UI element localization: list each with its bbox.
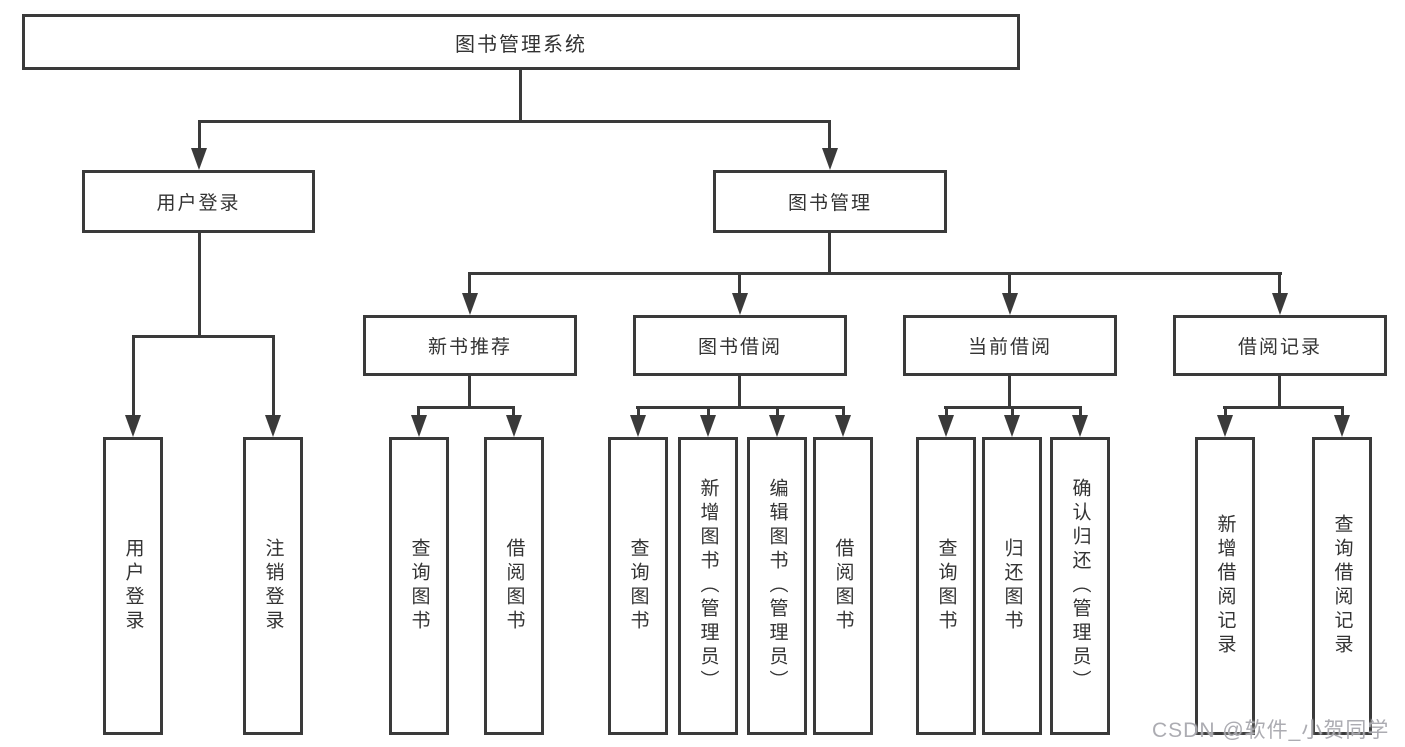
arrow-down-icon xyxy=(630,415,646,437)
node-label: 图书管理系统 xyxy=(455,33,587,56)
watermark-text: CSDN @软件_小贺同学 xyxy=(1152,719,1390,742)
node-label: 当前借阅 xyxy=(967,337,1052,358)
arrow-down-icon xyxy=(125,415,141,437)
leaf-query-borrow-record: 查询借阅记录 xyxy=(1312,437,1372,735)
arrow-down-icon xyxy=(462,293,478,315)
node-new-book-recommendation: 新书推荐 xyxy=(363,315,577,376)
connector-leaf xyxy=(417,406,420,417)
connector-to-borrowing-records xyxy=(1278,272,1281,295)
node-label: 查询图书 xyxy=(935,538,957,634)
node-label: 借阅图书 xyxy=(503,538,525,634)
connector-leaf xyxy=(1011,406,1014,417)
connector-borrowing-rail xyxy=(636,406,844,409)
node-user-login: 用户登录 xyxy=(82,170,315,233)
connector-book-mgmt-stem xyxy=(828,233,831,272)
connector-leaf xyxy=(637,406,640,417)
arrow-down-icon xyxy=(1334,415,1350,437)
connector-to-user-login xyxy=(198,120,201,150)
leaf-confirm-return-admin: 确认归还（管理员） xyxy=(1050,437,1110,735)
leaf-query-books-current: 查询图书 xyxy=(916,437,976,735)
node-label: 新增图书（管理员） xyxy=(697,478,719,694)
arrow-down-icon xyxy=(835,415,851,437)
connector-leaf xyxy=(1079,406,1082,417)
node-borrowing-records: 借阅记录 xyxy=(1173,315,1387,376)
connector-records-rail xyxy=(1223,406,1343,409)
connector-records-stem xyxy=(1278,376,1281,406)
connector-borrowing-stem xyxy=(738,376,741,406)
node-label: 查询图书 xyxy=(408,538,430,634)
node-label: 归还图书 xyxy=(1001,538,1023,634)
arrow-down-icon xyxy=(191,148,207,170)
arrow-down-icon xyxy=(822,148,838,170)
connector-to-leaf-user-login xyxy=(132,335,135,417)
connector-leaf xyxy=(776,406,779,417)
leaf-logout-login: 注销登录 xyxy=(243,437,303,735)
arrow-down-icon xyxy=(769,415,785,437)
node-label: 查询借阅记录 xyxy=(1331,514,1353,658)
connector-leaf xyxy=(945,406,948,417)
connector-leaf xyxy=(842,406,845,417)
arrow-down-icon xyxy=(1004,415,1020,437)
node-label: 新书推荐 xyxy=(427,337,512,358)
node-label: 新增借阅记录 xyxy=(1214,514,1236,658)
arrow-down-icon xyxy=(506,415,522,437)
connector-to-new-book-rec xyxy=(468,272,471,295)
connector-leaf xyxy=(1224,406,1227,417)
connector-user-login-rail xyxy=(132,335,275,338)
node-label: 图书借阅 xyxy=(697,337,782,358)
leaf-borrow-books-newrec: 借阅图书 xyxy=(484,437,544,735)
leaf-return-books: 归还图书 xyxy=(982,437,1042,735)
node-label: 借阅图书 xyxy=(832,538,854,634)
leaf-borrow-books-borrowing: 借阅图书 xyxy=(813,437,873,735)
connector-current-stem xyxy=(1008,376,1011,406)
connector-new-rec-stem xyxy=(468,376,471,406)
connector-to-book-management xyxy=(828,120,831,150)
connector-leaf xyxy=(1341,406,1344,417)
connector-to-book-borrowing xyxy=(738,272,741,295)
arrow-down-icon xyxy=(732,293,748,315)
node-label: 编辑图书（管理员） xyxy=(766,478,788,694)
connector-to-leaf-logout xyxy=(272,335,275,417)
connector-root-stem xyxy=(519,70,522,120)
connector-leaf xyxy=(512,406,515,417)
leaf-query-books-newrec: 查询图书 xyxy=(389,437,449,735)
connector-user-login-stem xyxy=(198,233,201,335)
arrow-down-icon xyxy=(1272,293,1288,315)
arrow-down-icon xyxy=(938,415,954,437)
node-label: 确认归还（管理员） xyxy=(1069,478,1091,694)
node-label: 注销登录 xyxy=(262,538,284,634)
node-current-borrowing: 当前借阅 xyxy=(903,315,1117,376)
arrow-down-icon xyxy=(1217,415,1233,437)
leaf-user-login: 用户登录 xyxy=(103,437,163,735)
arrow-down-icon xyxy=(700,415,716,437)
connector-root-rail xyxy=(198,120,831,123)
arrow-down-icon xyxy=(265,415,281,437)
node-library-management-system: 图书管理系统 xyxy=(22,14,1020,70)
connector-leaf xyxy=(707,406,710,417)
leaf-add-borrow-record: 新增借阅记录 xyxy=(1195,437,1255,735)
node-label: 图书管理 xyxy=(787,193,872,214)
node-label: 用户登录 xyxy=(122,538,144,634)
node-book-management: 图书管理 xyxy=(713,170,947,233)
arrow-down-icon xyxy=(1002,293,1018,315)
leaf-edit-books-admin: 编辑图书（管理员） xyxy=(747,437,807,735)
node-label: 用户登录 xyxy=(156,193,241,214)
connector-book-mgmt-rail xyxy=(468,272,1282,275)
node-label: 查询图书 xyxy=(627,538,649,634)
node-label: 借阅记录 xyxy=(1237,337,1322,358)
leaf-query-books-borrowing: 查询图书 xyxy=(608,437,668,735)
connector-new-rec-rail xyxy=(417,406,515,409)
node-book-borrowing: 图书借阅 xyxy=(633,315,847,376)
connector-to-current-borrowing xyxy=(1008,272,1011,295)
leaf-add-books-admin: 新增图书（管理员） xyxy=(678,437,738,735)
arrow-down-icon xyxy=(411,415,427,437)
arrow-down-icon xyxy=(1072,415,1088,437)
